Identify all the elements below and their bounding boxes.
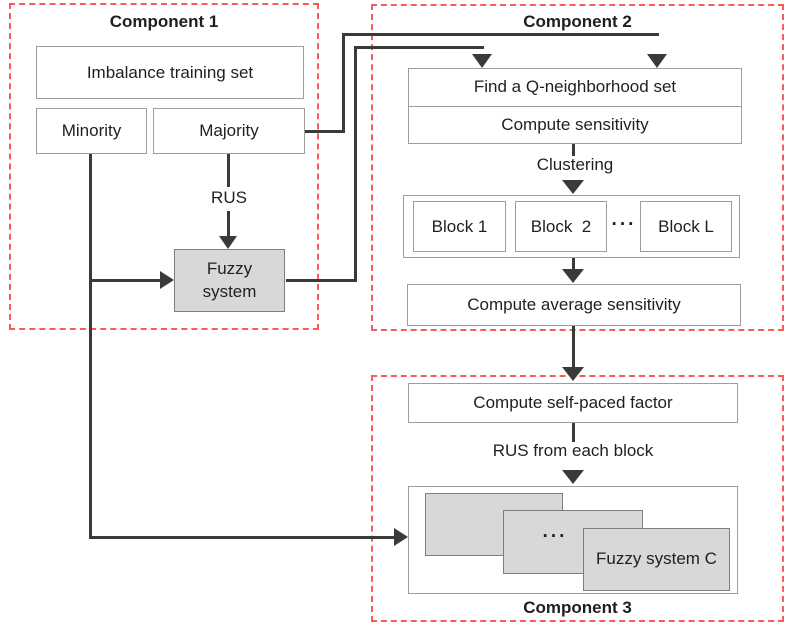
arrowhead-into-qbox-left — [472, 54, 492, 68]
arrowhead-into-qbox-right — [647, 54, 667, 68]
connector-qbox-down — [572, 144, 575, 156]
connector-minority-right-seg — [89, 536, 395, 539]
connector-majority-down — [227, 154, 230, 187]
connector-fuzzy-up — [354, 46, 357, 282]
block-2-box: Block 2 — [515, 201, 607, 252]
block-l-box: Block L — [640, 201, 732, 252]
connector-blocks-down — [572, 258, 575, 270]
connector-minority-down — [89, 154, 92, 539]
connector-rus-down — [227, 211, 230, 238]
fuzzy-system-c-box: Fuzzy system C — [583, 528, 730, 591]
component-3-title: Component 3 — [523, 598, 632, 617]
arrowhead-into-ensemble-left — [394, 528, 408, 546]
compute-average-sensitivity-box: Compute average sensitivity — [407, 284, 741, 326]
ensemble-ellipsis: ··· — [542, 526, 568, 547]
connector-minority-to-fuzzy — [89, 279, 161, 282]
blocks-ellipsis: ··· — [611, 214, 637, 235]
arrowhead-into-fuzzy-left — [160, 271, 174, 289]
rus-from-each-block-label: RUS from each block — [492, 441, 654, 460]
imbalance-training-set-box: Imbalance training set — [36, 46, 304, 99]
compute-self-paced-factor-box: Compute self-paced factor — [408, 383, 738, 423]
clustering-label: Clustering — [536, 155, 614, 174]
find-q-neighborhood-cell: Find a Q-neighborhood set — [409, 69, 741, 107]
component-2-frame — [371, 4, 784, 331]
connector-majority-right — [305, 130, 345, 133]
arrowhead-into-fuzzy-top — [219, 236, 237, 249]
connector-fuzzy-right — [286, 279, 357, 282]
arrowhead-into-avg — [562, 269, 584, 283]
connector-fuzzy-top-right — [354, 46, 484, 49]
connector-majority-top-right — [342, 33, 659, 36]
arrowhead-into-selfpaced — [562, 367, 584, 381]
arrowhead-into-blocks — [562, 180, 584, 194]
connector-selfpaced-down — [572, 423, 575, 442]
component-1-title: Component 1 — [109, 12, 219, 31]
arrowhead-into-ensemble-top — [562, 470, 584, 484]
minority-box: Minority — [36, 108, 147, 154]
component-1-frame — [9, 3, 319, 330]
rus-label: RUS — [211, 188, 247, 207]
connector-avg-down — [572, 326, 575, 368]
block-1-box: Block 1 — [413, 201, 506, 252]
majority-box: Majority — [153, 108, 305, 154]
compute-sensitivity-cell: Compute sensitivity — [501, 114, 649, 134]
component-2-title: Component 2 — [523, 12, 632, 31]
q-neighborhood-box: Find a Q-neighborhood set Compute sensit… — [408, 68, 742, 144]
fuzzy-system-box: Fuzzy system — [174, 249, 285, 312]
connector-majority-up — [342, 33, 345, 133]
